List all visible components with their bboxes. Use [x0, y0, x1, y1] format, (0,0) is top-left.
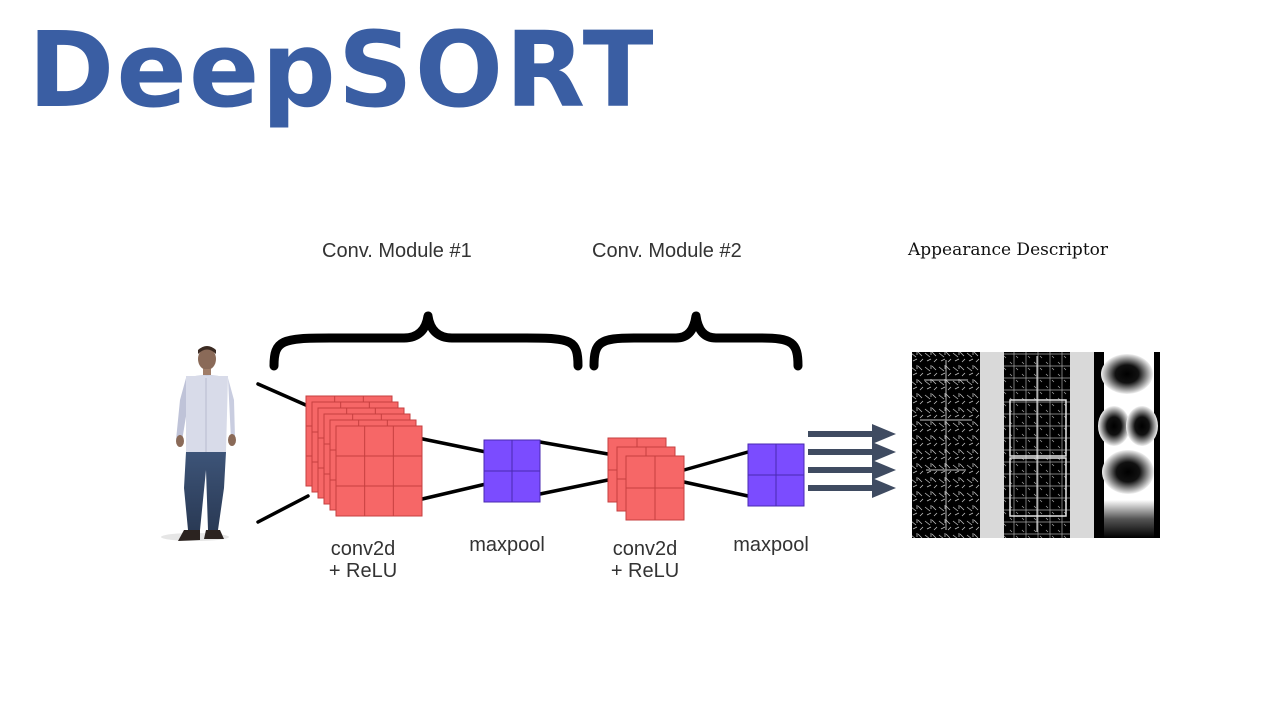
conv2d-block-2	[607, 437, 685, 521]
layer-4-label: maxpool	[733, 534, 809, 556]
module-2-label: Conv. Module #2	[592, 240, 742, 262]
layer-3-line1: conv2d	[612, 538, 678, 560]
person-image	[161, 346, 236, 541]
layer-1-line1: conv2d	[330, 538, 396, 560]
conv2d-block-1	[305, 395, 423, 517]
connection-lines	[256, 382, 750, 524]
layer-3-line2: + ReLU	[610, 560, 680, 582]
output-arrows	[808, 424, 896, 498]
brace-module-1	[269, 311, 583, 371]
appearance-descriptor-image	[912, 352, 1160, 538]
layer-2-label: maxpool	[469, 534, 545, 556]
layer-1-label: conv2d + ReLU	[318, 538, 408, 582]
brace-module-2	[589, 311, 803, 371]
maxpool-block-1	[483, 439, 541, 503]
layer-3-label: conv2d + ReLU	[600, 538, 690, 582]
maxpool-block-2	[747, 443, 805, 507]
appearance-descriptor-label: Appearance Descriptor	[908, 240, 1109, 260]
layer-1-line2: + ReLU	[328, 560, 398, 582]
slide-title: DeepSORT	[28, 9, 656, 131]
module-1-label: Conv. Module #1	[322, 240, 472, 262]
